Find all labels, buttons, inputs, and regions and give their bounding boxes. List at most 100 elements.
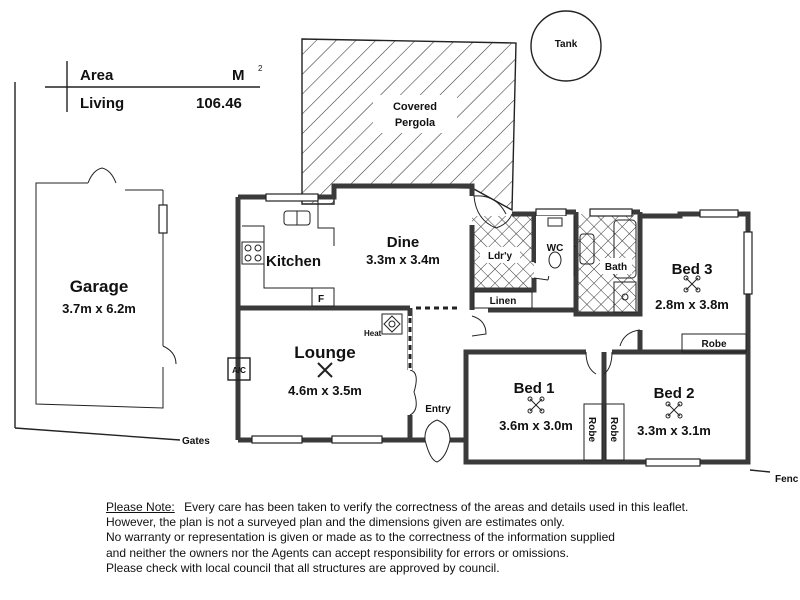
fridge-label: F: [318, 294, 324, 305]
bed3-north-window: [699, 209, 739, 218]
dine-dims: 3.3m x 3.4m: [366, 252, 440, 267]
legend-unit-superscript: 2: [258, 64, 263, 73]
house-walls: [235, 183, 751, 465]
wall-south-beds-a: [450, 437, 646, 465]
boundary-gates: [14, 427, 181, 441]
bed3: Bed 3 2.8m x 3.8m Robe: [655, 261, 747, 353]
bed3-name: Bed 3: [672, 261, 713, 278]
disclaimer-line-1: Please Note: Every care has been taken t…: [106, 500, 796, 515]
bed2-robe-label: Robe: [608, 417, 619, 442]
bed1-dims: 3.6m x 3.0m: [499, 418, 573, 433]
bed3-door: [619, 329, 641, 347]
kitchen-name: Kitchen: [266, 253, 321, 270]
lounge-dims: 4.6m x 3.5m: [288, 383, 362, 398]
ceiling-fan-icon: [683, 275, 701, 293]
bathroom: Bath: [579, 219, 637, 313]
garage-outline: [35, 182, 164, 409]
disclaimer-line-4: and neither the owners nor the Agents ca…: [106, 545, 569, 560]
lounge-light-icon: [317, 362, 333, 378]
pergola-label-line1: Covered: [393, 101, 437, 113]
fridge-space: [311, 287, 335, 307]
pergola-label-bg: [373, 95, 457, 133]
bed2-name: Bed 2: [654, 385, 695, 402]
lounge: Lounge 4.6m x 3.5m Heat A/C: [227, 313, 403, 398]
lounge-name: Lounge: [294, 343, 355, 362]
ac-unit: [227, 357, 251, 381]
disclaimer-line-3: No warranty or representation is given o…: [106, 530, 615, 545]
laundry-outside-door: [473, 195, 513, 229]
bed3-robe: [681, 333, 747, 353]
dine: Dine 3.3m x 3.4m: [366, 234, 440, 267]
site-boundary: Gates Fenc: [14, 82, 799, 485]
wall-bed1-north: [463, 349, 586, 440]
bath-label-bg: [600, 258, 632, 274]
area-legend: Area M 2 Living 106.46: [45, 61, 263, 112]
tank: Tank: [530, 10, 602, 82]
linen-label: Linen: [490, 296, 517, 307]
disclaimer-heading: Please Note:: [106, 500, 175, 514]
wall-bath: [573, 212, 643, 317]
cooktop-burner-icon: [254, 244, 262, 252]
kitchen: F Kitchen: [241, 201, 335, 307]
tank-circle: [530, 10, 602, 82]
doors: [408, 195, 641, 463]
bed3-dims: 2.8m x 3.8m: [655, 297, 729, 312]
entry-label: Entry: [425, 404, 451, 415]
toilet-bowl-icon: [548, 251, 562, 269]
legend-area-label: Area: [80, 67, 114, 84]
lounge-window-1: [251, 435, 303, 444]
wc: WC: [536, 216, 575, 276]
laundry: Ldr'y Linen: [473, 247, 533, 309]
garage-dims: 3.7m x 6.2m: [62, 301, 136, 316]
wall-north-bed3: [637, 211, 700, 219]
cooktop-burner-icon: [244, 244, 252, 252]
laundry-label-bg: [480, 247, 520, 263]
bed3-robe-label: Robe: [702, 339, 727, 350]
bed3-window: [743, 231, 753, 295]
linen-cupboard: [473, 291, 533, 309]
gates-label: Gates: [182, 436, 210, 447]
cooktop-burner-icon: [244, 254, 252, 262]
legend-unit: M: [232, 67, 245, 84]
bath-label: Bath: [605, 262, 627, 273]
disclaimer-line-2: However, the plan is not a surveyed plan…: [106, 515, 565, 530]
shower-drain-icon: [621, 293, 629, 301]
wc-label: WC: [547, 243, 564, 254]
garage: Garage 3.7m x 6.2m: [35, 167, 177, 409]
bed2-dims: 3.3m x 3.1m: [637, 423, 711, 438]
garage-double-door: [87, 167, 117, 184]
ac-label: A/C: [232, 366, 246, 375]
boundary-fence: [749, 469, 771, 473]
tank-label: Tank: [555, 39, 578, 50]
garage-name: Garage: [70, 277, 129, 296]
garage-window: [158, 204, 168, 234]
wall-laundry: [469, 225, 537, 293]
disclaimer: Please Note: Every care has been taken t…: [106, 500, 796, 576]
disclaimer-line-5: Please check with local council that all…: [106, 560, 500, 575]
bed1-robe-label: Robe: [586, 417, 597, 442]
kitchen-bench-north: [317, 201, 335, 246]
shower-icon: [613, 281, 637, 313]
cooktop: [241, 241, 265, 265]
windows: [251, 193, 753, 467]
lounge-window-2: [331, 435, 383, 444]
ceiling-fan-icon: [527, 396, 545, 414]
bathtub-icon: [613, 219, 637, 279]
vanity-basin-icon: [579, 233, 595, 265]
heater-label: Heat: [364, 329, 382, 338]
bath-window: [589, 208, 633, 217]
disclaimer-text-1: Every care has been taken to verify the …: [184, 500, 689, 514]
bed2: Bed 2 3.3m x 3.1m Robe: [605, 385, 711, 461]
laundry-name: Ldr'y: [488, 251, 512, 262]
dine-hall-door: [471, 315, 487, 337]
bed1-bed2-doors: [585, 351, 613, 375]
ceiling-fan-icon: [665, 401, 683, 419]
dine-name: Dine: [387, 234, 420, 251]
heater-icon: [381, 313, 403, 335]
cooktop-burner-icon: [254, 254, 262, 262]
wall-east: [700, 211, 751, 465]
bed2-window: [645, 458, 701, 467]
pergola-label-line2: Pergola: [395, 117, 436, 129]
legend-living-label: Living: [80, 95, 124, 112]
